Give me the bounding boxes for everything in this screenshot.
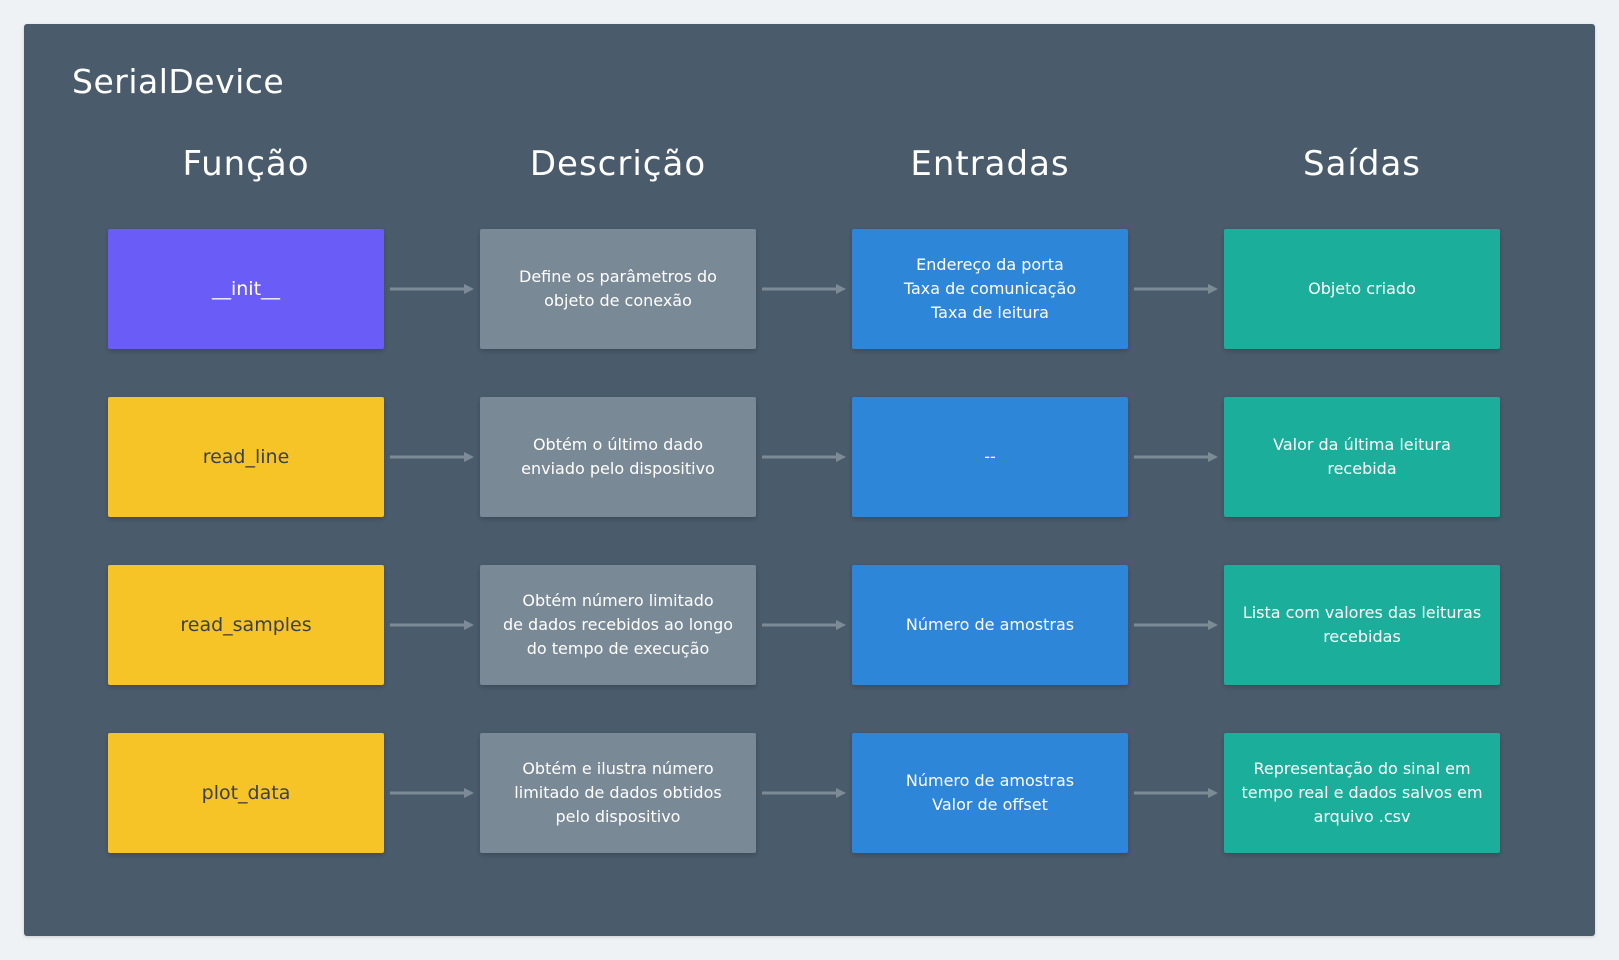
outputs-text: Objeto criado <box>1308 279 1416 298</box>
header-descricao: Descrição <box>529 144 707 184</box>
inputs-text: Número de amostras <box>905 615 1075 634</box>
header-funcao: Função <box>182 144 310 184</box>
arrow-icon <box>1134 282 1218 296</box>
description-box: Obtém o último dado enviado pelo disposi… <box>480 397 756 517</box>
description-box: Obtém e ilustra número limitado de dados… <box>480 733 756 853</box>
arrow-icon <box>762 450 846 464</box>
diagram-panel: SerialDevice Função Descrição Entradas S… <box>24 24 1595 936</box>
inputs-box: Endereço da porta Taxa de comunicação Ta… <box>852 229 1128 349</box>
outputs-text: Valor da última leitura recebida <box>1273 435 1451 478</box>
arrow-icon <box>390 786 474 800</box>
arrow-icon <box>390 618 474 632</box>
header-entradas: Entradas <box>910 144 1070 184</box>
function-box-read-line: read_line <box>108 397 384 517</box>
outputs-box: Representação do sinal em tempo real e d… <box>1224 733 1500 853</box>
outputs-box: Lista com valores das leituras recebidas <box>1224 565 1500 685</box>
description-text: Obtém o último dado enviado pelo disposi… <box>521 435 715 478</box>
arrow-icon <box>390 450 474 464</box>
description-box: Define os parâmetros do objeto de conexã… <box>480 229 756 349</box>
inputs-box: Número de amostras Valor de offset <box>852 733 1128 853</box>
arrow-icon <box>1134 786 1218 800</box>
arrow-icon <box>1134 618 1218 632</box>
description-text: Obtém número limitado de dados recebidos… <box>502 591 734 658</box>
function-label: __init__ <box>211 278 281 300</box>
outputs-box: Objeto criado <box>1224 229 1500 349</box>
inputs-box: Número de amostras <box>852 565 1128 685</box>
inputs-text: Número de amostras Valor de offset <box>905 771 1075 814</box>
header-saidas: Saídas <box>1303 144 1421 184</box>
outputs-text: Representação do sinal em tempo real e d… <box>1241 759 1483 826</box>
function-box-init: __init__ <box>108 229 384 349</box>
outputs-box: Valor da última leitura recebida <box>1224 397 1500 517</box>
function-label: plot_data <box>201 782 291 804</box>
inputs-box: -- <box>852 397 1128 517</box>
description-box: Obtém número limitado de dados recebidos… <box>480 565 756 685</box>
function-label: read_line <box>202 446 290 468</box>
function-box-read-samples: read_samples <box>108 565 384 685</box>
arrow-icon <box>1134 450 1218 464</box>
description-text: Obtém e ilustra número limitado de dados… <box>514 759 722 826</box>
arrow-icon <box>762 282 846 296</box>
function-box-plot-data: plot_data <box>108 733 384 853</box>
inputs-text: -- <box>984 447 996 466</box>
arrow-icon <box>390 282 474 296</box>
outputs-text: Lista com valores das leituras recebidas <box>1242 603 1482 646</box>
arrow-icon <box>762 618 846 632</box>
arrow-icon <box>762 786 846 800</box>
description-text: Define os parâmetros do objeto de conexã… <box>519 267 717 310</box>
inputs-text: Endereço da porta Taxa de comunicação Ta… <box>903 255 1077 322</box>
diagram-title: SerialDevice <box>72 62 285 101</box>
function-label: read_samples <box>180 614 312 636</box>
